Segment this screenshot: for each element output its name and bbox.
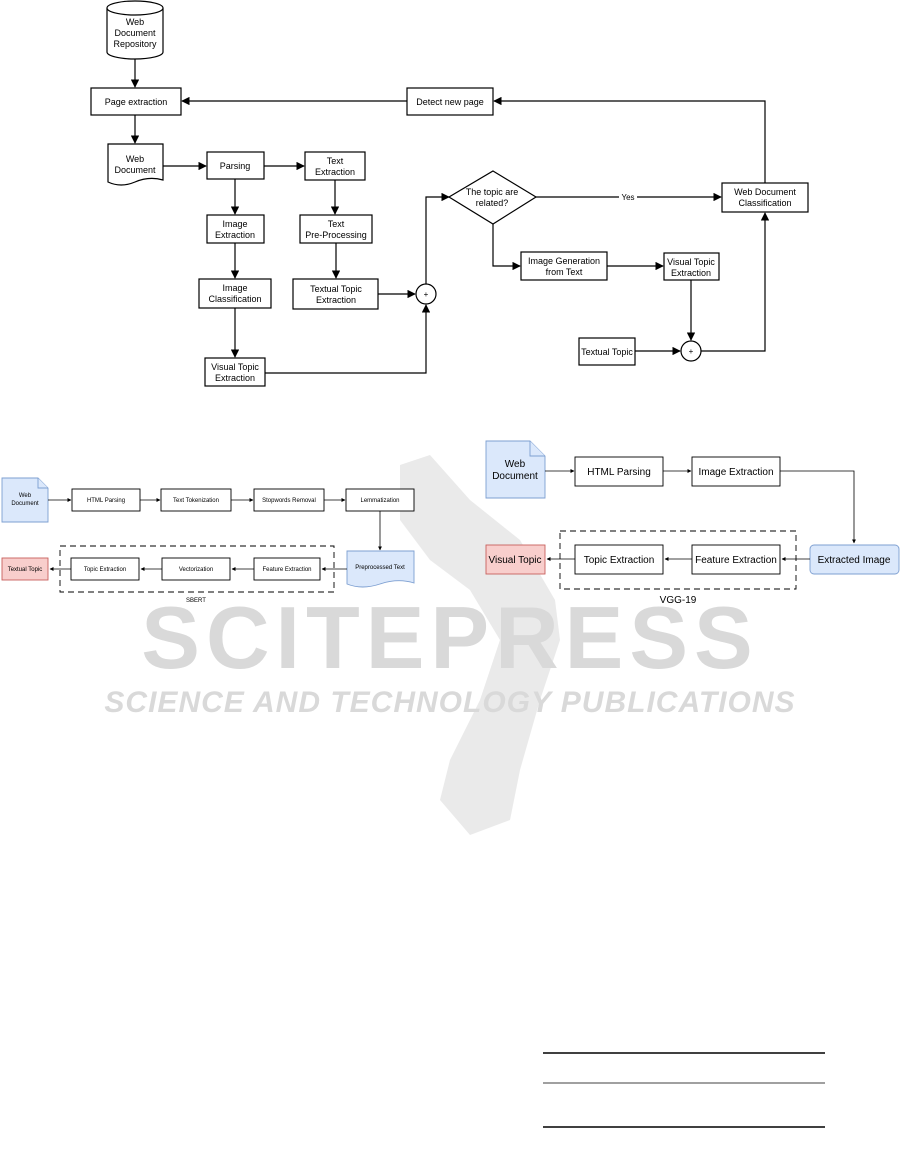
text-extraction-label-2: Extraction (315, 167, 355, 177)
parsing-node: Parsing (206, 151, 265, 180)
vgg-web-document-label-2: Document (492, 471, 538, 482)
repository-label-3: Repository (113, 39, 157, 49)
vgg-extracted-image-label: Extracted Image (818, 555, 891, 566)
image-extraction-label-1: Image (222, 219, 247, 229)
image-classification-label-2: Classification (208, 294, 261, 304)
sbert-vectorization-node: Vectorization (161, 557, 231, 581)
vgg-feature-extraction-node: Feature Extraction (691, 544, 781, 575)
repository-label-1: Web (126, 17, 144, 27)
visual-topic-extraction-label-2: Extraction (215, 373, 255, 383)
yes-label: Yes (621, 193, 634, 202)
watermark: SCITEPRESS SCIENCE AND TECHNOLOGY PUBLIC… (104, 455, 795, 835)
sbert-topic-extraction-node: Topic Extraction (70, 557, 140, 581)
vgg-visual-topic-node: Visual Topic (485, 544, 546, 575)
web-document-node: Web Document (107, 143, 164, 186)
web-document-classification-node: Web Document Classification (721, 182, 809, 213)
sbert-stopwords-removal-node: Stopwords Removal (253, 488, 325, 512)
sbert-preprocessed-text-label: Preprocessed Text (355, 565, 405, 571)
image-classification-node: Image Classification (198, 278, 272, 309)
sbert-stopwords-removal-label: Stopwords Removal (262, 498, 316, 504)
sbert-lemmatization-label: Lemmatization (360, 498, 399, 504)
visual-topic-extraction-node: Visual Topic Extraction (204, 357, 266, 387)
sbert-preprocessed-text-node: Preprocessed Text (346, 550, 415, 588)
repository-node: Web Document Repository (106, 0, 164, 60)
sbert-textual-topic-label: Textual Topic (8, 567, 43, 573)
textual-topic-label: Textual Topic (581, 347, 633, 357)
web-document-label-1: Web (126, 154, 144, 164)
detect-new-page-node: Detect new page (406, 87, 494, 116)
sbert-text-tokenization-node: Text Tokenization (160, 488, 232, 512)
image-generation-label-2: from Text (546, 267, 583, 277)
visual-topic-extraction-right-node: Visual Topic Extraction (663, 252, 720, 281)
text-preprocessing-label-2: Pre-Processing (305, 230, 367, 240)
sbert-feature-extraction-label: Feature Extraction (262, 567, 311, 573)
vgg-group-border (559, 530, 797, 590)
vgg-group-label: VGG-19 (660, 595, 697, 606)
parsing-label: Parsing (220, 161, 251, 171)
sbert-group-label: SBERT (186, 598, 206, 604)
vgg-pipeline: Web Document HTML Parsing Image Extracti… (485, 440, 900, 606)
table-fragment (543, 1052, 825, 1128)
text-extraction-label-1: Text (327, 156, 344, 166)
textual-topic-extraction-label-1: Textual Topic (310, 284, 362, 294)
sbert-vectorization-label: Vectorization (179, 567, 213, 573)
sbert-web-document-label-1: Web (19, 493, 32, 499)
vgg-html-parsing-node: HTML Parsing (574, 456, 664, 487)
web-doc-classification-label-2: Classification (738, 198, 791, 208)
vgg-feature-extraction-label: Feature Extraction (695, 555, 777, 566)
watermark-logo: SCITEPRESS (141, 588, 758, 687)
image-extraction-label-2: Extraction (215, 230, 255, 240)
visual-topic-extraction-right-label-1: Visual Topic (667, 257, 715, 267)
sbert-web-document-label-2: Document (11, 501, 39, 507)
vgg-image-extraction-label: Image Extraction (698, 467, 773, 478)
image-classification-label-1: Image (222, 283, 247, 293)
combine-junction-left: + (415, 283, 437, 305)
watermark-tagline: SCIENCE AND TECHNOLOGY PUBLICATIONS (104, 686, 795, 719)
vgg-visual-topic-label: Visual Topic (489, 555, 542, 566)
sbert-pipeline: Web Document HTML Parsing Text Tokenizat… (1, 477, 415, 604)
vgg-web-document-node: Web Document (485, 440, 546, 499)
sbert-html-parsing-label: HTML Parsing (87, 498, 125, 504)
textual-topic-node: Textual Topic (578, 337, 636, 366)
sbert-topic-extraction-label: Topic Extraction (84, 567, 126, 573)
page-extraction-node: Page extraction (90, 87, 182, 116)
vgg-extracted-image-node: Extracted Image (809, 544, 900, 575)
combine-junction-right-symbol: + (689, 347, 694, 356)
topic-related-decision: The topic are related? (447, 170, 538, 225)
image-extraction-node: Image Extraction (206, 214, 265, 244)
image-generation-node: Image Generation from Text (520, 251, 608, 281)
sbert-textual-topic-node: Textual Topic (1, 557, 49, 581)
text-preprocessing-label-1: Text (328, 219, 345, 229)
visual-topic-extraction-right-label-2: Extraction (671, 268, 711, 278)
repository-label-2: Document (114, 28, 156, 38)
vgg-topic-extraction-node: Topic Extraction (574, 544, 664, 575)
visual-topic-extraction-label-1: Visual Topic (211, 362, 259, 372)
topic-flowchart: Web Document Repository Page extraction … (90, 0, 809, 387)
text-extraction-node: Text Extraction (304, 151, 366, 181)
sbert-web-document-node: Web Document (1, 477, 49, 523)
image-generation-label-1: Image Generation (528, 256, 600, 266)
textual-topic-extraction-label-2: Extraction (316, 295, 356, 305)
vgg-web-document-label-1: Web (505, 459, 526, 470)
textual-topic-extraction-node: Textual Topic Extraction (292, 278, 379, 310)
decision-label-1: The topic are (466, 187, 519, 197)
vgg-topic-extraction-label: Topic Extraction (584, 555, 655, 566)
text-preprocessing-node: Text Pre-Processing (299, 214, 373, 244)
combine-junction-right: + (680, 340, 702, 362)
sbert-feature-extraction-node: Feature Extraction (253, 557, 321, 581)
yes-label-bg (619, 191, 637, 202)
web-document-label-2: Document (114, 165, 156, 175)
sbert-lemmatization-node: Lemmatization (345, 488, 415, 512)
sbert-html-parsing-node: HTML Parsing (71, 488, 141, 512)
page-extraction-label: Page extraction (105, 97, 168, 107)
vgg-image-extraction-node: Image Extraction (691, 456, 781, 487)
vgg-html-parsing-label: HTML Parsing (587, 467, 651, 478)
web-doc-classification-label-1: Web Document (734, 187, 796, 197)
combine-junction-left-symbol: + (424, 290, 429, 299)
decision-label-2: related? (476, 198, 509, 208)
sbert-text-tokenization-label: Text Tokenization (173, 498, 219, 504)
detect-new-page-label: Detect new page (416, 97, 484, 107)
